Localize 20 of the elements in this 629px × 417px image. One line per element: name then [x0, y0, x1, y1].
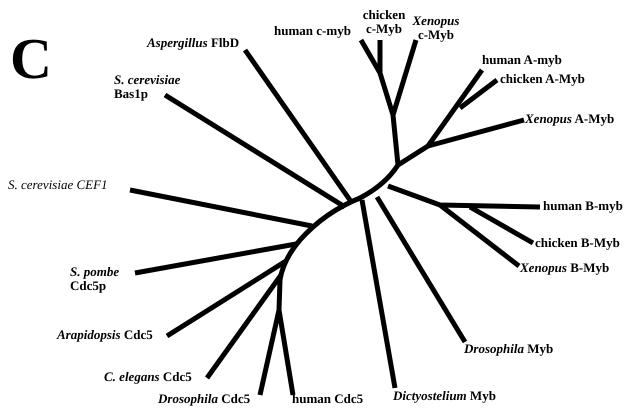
taxon-label: C. elegans Cdc5: [104, 370, 192, 384]
taxon-label: human c-myb: [274, 24, 351, 38]
taxon-label: human A-myb: [482, 53, 562, 67]
taxon-label: chicken B-Myb: [535, 236, 620, 250]
taxon-label: Xenopus c-Myb: [411, 14, 460, 42]
taxon-label: Arapidopsis Cdc5: [57, 328, 153, 342]
taxon-label: chicken c-Myb: [362, 8, 406, 36]
taxon-label: Xenopus A-Myb: [525, 112, 614, 126]
panel-letter: C: [10, 30, 52, 88]
taxon-label: Aspergillus FlbD: [147, 36, 240, 50]
taxon-label: Drosophila Myb: [464, 342, 554, 356]
taxon-label: Dictyostelium Myb: [393, 389, 496, 403]
taxon-label: chicken A-Myb: [500, 72, 585, 86]
taxon-label: S. cerevisiae Bas1p: [114, 73, 182, 101]
taxon-label: Xenopus B-Myb: [520, 261, 610, 275]
taxon-label: Drosophila Cdc5: [158, 392, 250, 406]
taxon-label: human B-myb: [543, 199, 623, 213]
taxon-label: human Cdc5: [292, 392, 364, 406]
taxon-label: S. cerevisiae CEF1: [8, 178, 108, 192]
taxon-label: S. pombe Cdc5p: [70, 265, 120, 293]
